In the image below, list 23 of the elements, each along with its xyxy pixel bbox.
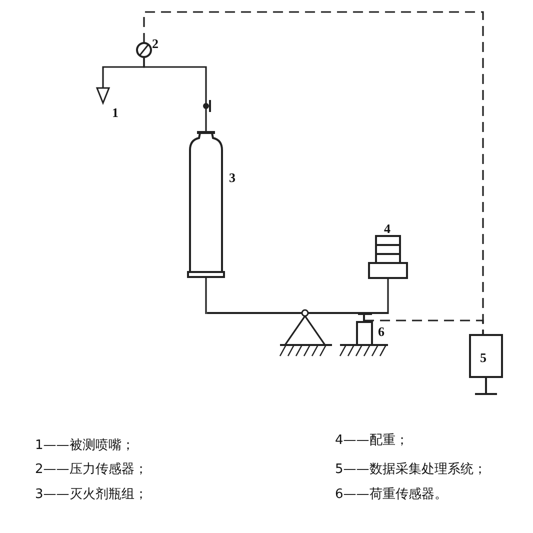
callout-number: 3 <box>229 171 236 184</box>
pipe-line <box>387 278 389 314</box>
signal-line <box>364 320 486 336</box>
pipe-line <box>143 57 207 131</box>
lever-beam <box>207 309 388 317</box>
nozzle-symbol <box>96 87 110 106</box>
key-entry: 5——数据采集处理系统； <box>335 463 486 476</box>
data-system-box <box>469 334 503 395</box>
callout-number: 5 <box>480 351 486 364</box>
counterweight-stack <box>368 235 408 279</box>
load-sensor <box>356 313 373 346</box>
callout-number: 6 <box>378 325 384 338</box>
key-entry: 3——灭火剂瓶组； <box>35 488 148 501</box>
gas-cylinder <box>187 131 225 278</box>
key-entry: 6——荷重传感器。 <box>335 488 448 501</box>
callout-number: 2 <box>152 37 158 50</box>
callout-number: 1 <box>112 106 118 119</box>
pipe-line <box>205 277 207 314</box>
pressure-gauge <box>136 42 152 58</box>
key-entry: 1——被测喷嘴； <box>35 439 134 452</box>
key-entry: 2——压力传感器； <box>35 463 148 476</box>
key-entry: 4——配重； <box>335 434 408 447</box>
callout-number: 4 <box>384 222 390 235</box>
